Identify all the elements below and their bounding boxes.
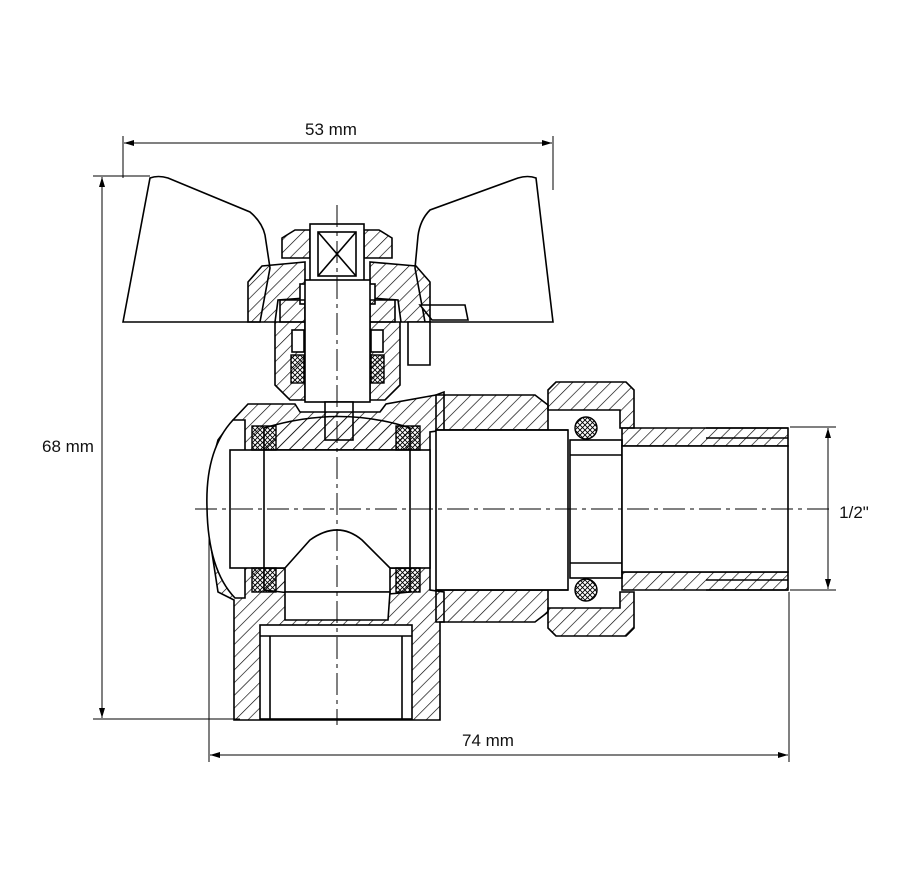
height-dimension: 68 mm (42, 175, 240, 720)
height-label: 68 mm (42, 437, 94, 456)
width-dimension: 53 mm (122, 120, 554, 190)
stem (274, 279, 401, 441)
width-label: 53 mm (305, 120, 357, 139)
centre-lines (195, 205, 830, 725)
thread-label: 1/2" (839, 503, 869, 522)
butterfly-handle (122, 175, 554, 323)
length-label: 74 mm (462, 731, 514, 750)
valve-body (206, 390, 445, 721)
length-dimension: 74 mm (208, 510, 790, 762)
